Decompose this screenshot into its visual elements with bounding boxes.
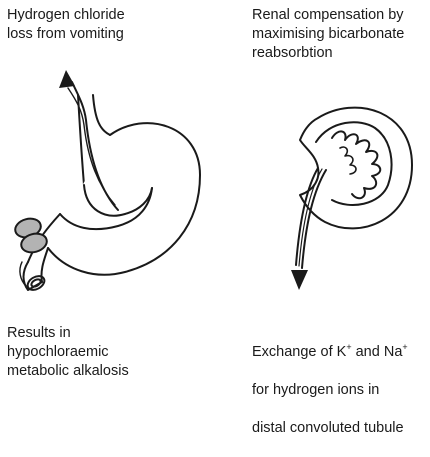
pyloric-sphincter [13,216,49,255]
ion-exchange-line-3: distal convoluted tubule [252,419,408,438]
diagram-canvas [0,0,430,385]
kidney-illustration [300,108,412,229]
stomach-illustration [20,95,200,293]
